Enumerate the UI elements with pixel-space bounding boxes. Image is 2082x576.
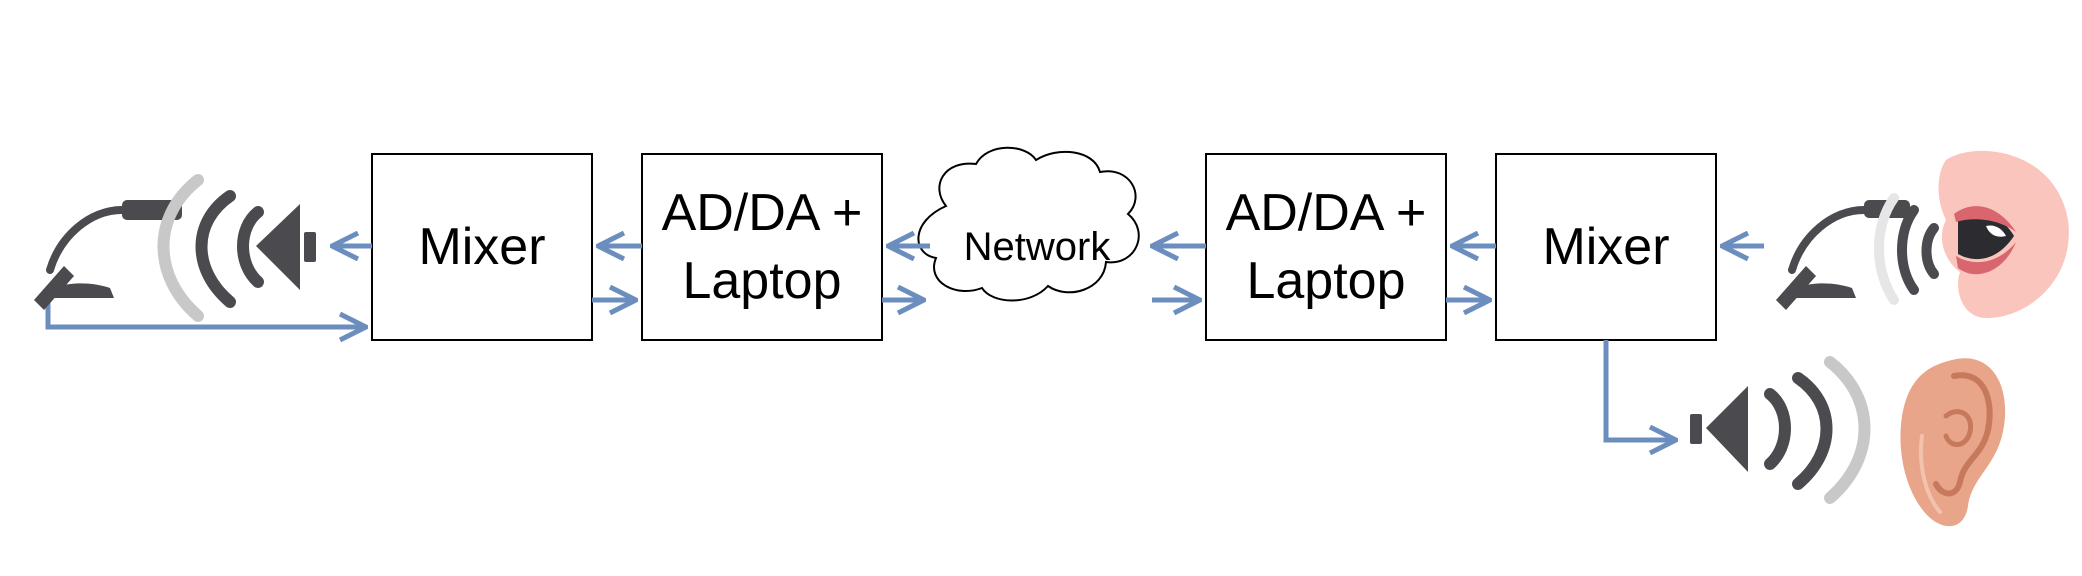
right-adda-laptop-box: AD/DA + Laptop [1205,153,1447,341]
right-mixer-label: Mixer [1542,218,1669,276]
right-adda-label-line1: AD/DA + [1226,184,1427,242]
sound-waves-icon [1874,193,1939,305]
left-adda-laptop-box: AD/DA + Laptop [641,153,883,341]
left-mixer-label: Mixer [418,218,545,276]
left-mixer-box: Mixer [371,153,593,341]
speaker-icon [1690,356,1871,504]
left-adda-label-line2: Laptop [682,252,841,310]
left-adda-label-line1: AD/DA + [662,184,863,242]
right-mixer-box: Mixer [1495,153,1717,341]
network-cloud: Network [917,146,1140,302]
mouth-icon [1938,150,2069,319]
arrow-left-mic-to-mixer [45,300,366,327]
speaker-icon [157,174,316,322]
arrow-right-mixer-to-speaker [1603,340,1676,440]
network-label: Network [964,225,1112,269]
microphone-icon [1776,200,1910,310]
right-adda-label-line2: Laptop [1246,252,1405,310]
ear-icon [1900,358,2006,527]
